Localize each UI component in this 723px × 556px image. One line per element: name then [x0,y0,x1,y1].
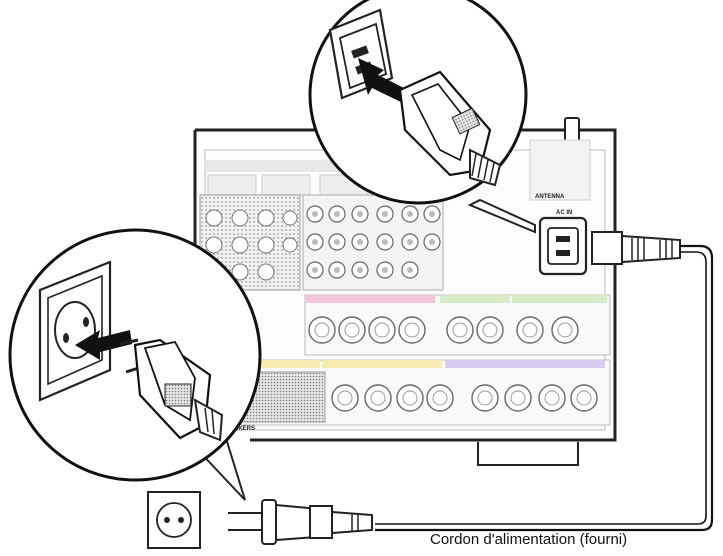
eu-plug-small [228,499,373,545]
speakers-label: SPEAKERS [222,426,255,432]
antenna-label: ANTENNA [535,194,565,200]
ac-in-label: AC IN [556,210,572,216]
power-cord [375,244,714,532]
ac-plug-connector [591,231,681,265]
wall-outlet-small [147,491,201,549]
ac-inlet-magnifier [308,0,528,205]
power-cord-caption: Cordon d'alimentation (fourni) [430,531,628,548]
wall-outlet-magnifier [8,228,262,482]
